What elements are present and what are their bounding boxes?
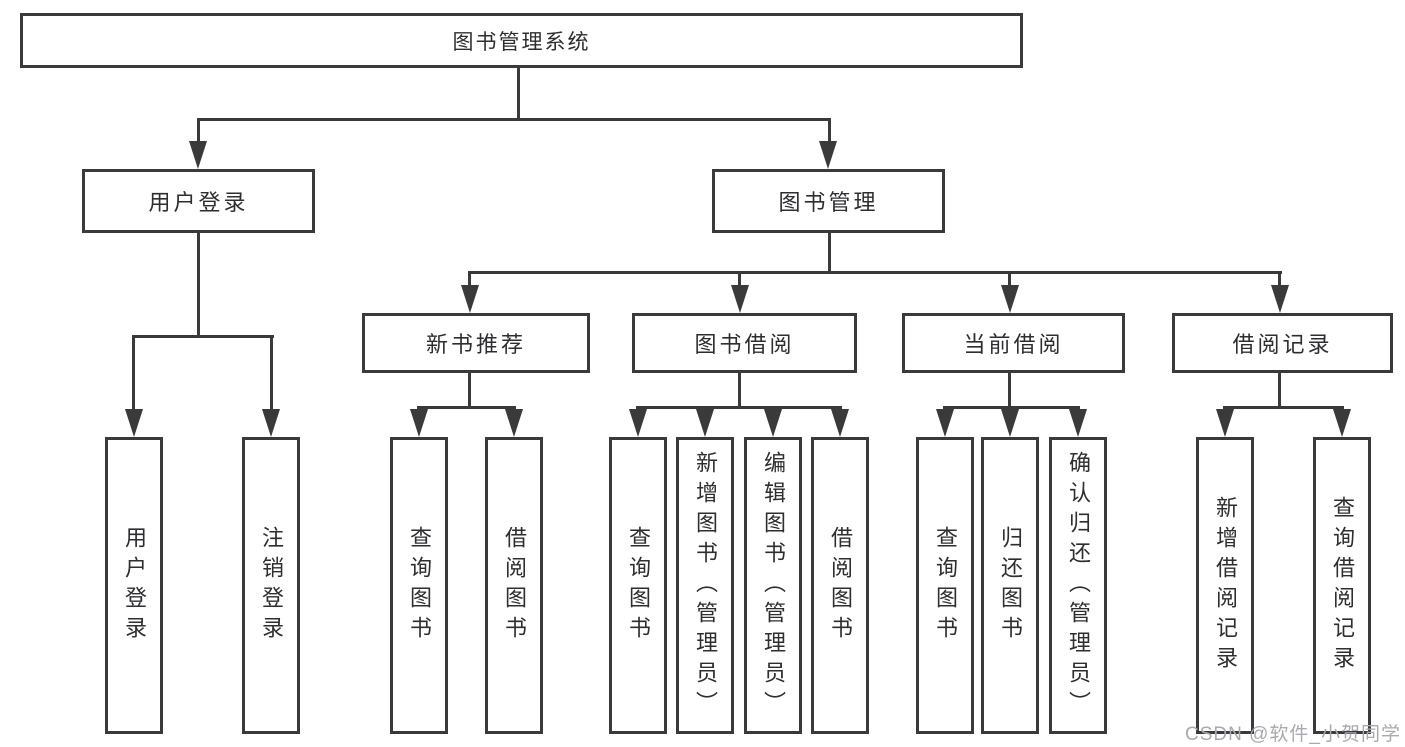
leaf-query-borrow-record-label: 查询借阅记录 bbox=[1330, 495, 1355, 676]
connector-new-book-rec-bar bbox=[417, 406, 516, 409]
arrowhead-down-icon bbox=[831, 409, 849, 437]
connector-drop-new-book-rec bbox=[468, 271, 471, 291]
node-book-management: 图书管理 bbox=[712, 169, 945, 233]
connector-new-book-rec-trunk bbox=[468, 373, 471, 408]
arrowhead-down-icon bbox=[505, 409, 523, 437]
connector-drop-logout-leaf bbox=[270, 335, 273, 411]
node-current-borrowing: 当前借阅 bbox=[902, 313, 1125, 373]
connector-current-borrow-bar bbox=[943, 406, 1080, 409]
connector-drop-current-borrow bbox=[1008, 271, 1011, 291]
node-user-login: 用户登录 bbox=[82, 169, 315, 233]
arrowhead-down-icon bbox=[125, 409, 143, 437]
leaf-user-login-label: 用户登录 bbox=[122, 525, 147, 646]
leaf-confirm-return-admin-label: 确认归还（管理员） bbox=[1066, 450, 1091, 721]
node-root-library-system: 图书管理系统 bbox=[20, 13, 1023, 68]
node-root-label: 图书管理系统 bbox=[452, 30, 591, 54]
node-user-login-label: 用户登录 bbox=[148, 190, 249, 215]
connector-book-borrow-bar bbox=[636, 406, 842, 409]
arrowhead-down-icon bbox=[410, 409, 428, 437]
node-borrowing-records-label: 借阅记录 bbox=[1232, 332, 1333, 357]
leaf-user-login: 用户登录 bbox=[105, 437, 163, 734]
node-new-book-recommend: 新书推荐 bbox=[362, 313, 590, 373]
leaf-borrow-books-recommend-label: 借阅图书 bbox=[502, 525, 527, 646]
connector-borrow-record-bar bbox=[1223, 406, 1344, 409]
arrowhead-down-icon bbox=[262, 409, 280, 437]
leaf-borrow-books-label: 借阅图书 bbox=[828, 525, 853, 646]
leaf-confirm-return-admin: 确认归还（管理员） bbox=[1049, 437, 1107, 734]
node-book-borrowing: 图书借阅 bbox=[632, 313, 857, 373]
connector-user-login-trunk bbox=[197, 233, 200, 337]
arrowhead-down-icon bbox=[731, 285, 749, 313]
connector-drop-login-leaf bbox=[132, 335, 135, 411]
connector-drop-book-mgmt bbox=[828, 118, 831, 148]
leaf-query-books-borrowing: 查询图书 bbox=[609, 437, 667, 734]
leaf-query-books-recommend-label: 查询图书 bbox=[407, 525, 432, 646]
connector-root-trunk bbox=[517, 68, 520, 120]
arrowhead-down-icon bbox=[819, 141, 837, 169]
node-book-management-label: 图书管理 bbox=[778, 190, 879, 215]
arrowhead-down-icon bbox=[764, 409, 782, 437]
arrowhead-down-icon bbox=[461, 285, 479, 313]
connector-drop-book-borrow bbox=[738, 271, 741, 291]
connector-level3-bar bbox=[468, 271, 1282, 274]
connector-level2-bar bbox=[197, 118, 831, 121]
arrowhead-down-icon bbox=[189, 141, 207, 169]
leaf-query-borrow-record: 查询借阅记录 bbox=[1313, 437, 1371, 734]
connector-drop-user-login bbox=[197, 118, 200, 148]
leaf-logout: 注销登录 bbox=[242, 437, 300, 734]
connector-book-mgmt-trunk bbox=[828, 233, 831, 271]
leaf-return-books-label: 归还图书 bbox=[998, 525, 1023, 646]
leaf-add-borrow-record-label: 新增借阅记录 bbox=[1213, 495, 1238, 676]
leaf-add-books-admin-label: 新增图书（管理员） bbox=[693, 450, 718, 721]
connector-drop-borrow-record bbox=[1278, 271, 1281, 291]
leaf-borrow-books-recommend: 借阅图书 bbox=[485, 437, 543, 734]
node-borrowing-records: 借阅记录 bbox=[1172, 313, 1393, 373]
arrowhead-down-icon bbox=[1216, 409, 1234, 437]
connector-borrow-record-trunk bbox=[1278, 373, 1281, 408]
leaf-borrow-books: 借阅图书 bbox=[811, 437, 869, 734]
arrowhead-down-icon bbox=[1271, 285, 1289, 313]
arrowhead-down-icon bbox=[1001, 285, 1019, 313]
leaf-add-borrow-record: 新增借阅记录 bbox=[1196, 437, 1254, 734]
arrowhead-down-icon bbox=[696, 409, 714, 437]
leaf-query-books-borrowing-label: 查询图书 bbox=[626, 525, 651, 646]
leaf-logout-label: 注销登录 bbox=[259, 525, 284, 646]
leaf-edit-books-admin-label: 编辑图书（管理员） bbox=[761, 450, 786, 721]
leaf-add-books-admin: 新增图书（管理员） bbox=[676, 437, 734, 734]
node-current-borrowing-label: 当前借阅 bbox=[963, 332, 1064, 357]
connector-current-borrow-trunk bbox=[1008, 373, 1011, 408]
arrowhead-down-icon bbox=[1069, 409, 1087, 437]
node-new-book-recommend-label: 新书推荐 bbox=[425, 332, 526, 357]
node-book-borrowing-label: 图书借阅 bbox=[694, 332, 795, 357]
arrowhead-down-icon bbox=[1001, 409, 1019, 437]
arrowhead-down-icon bbox=[1333, 409, 1351, 437]
connector-user-login-bar bbox=[132, 335, 274, 338]
leaf-query-books-current: 查询图书 bbox=[916, 437, 974, 734]
leaf-query-books-recommend: 查询图书 bbox=[390, 437, 448, 734]
leaf-query-books-current-label: 查询图书 bbox=[933, 525, 958, 646]
arrowhead-down-icon bbox=[629, 409, 647, 437]
connector-book-borrow-trunk bbox=[738, 373, 741, 408]
csdn-watermark: CSDN @软件_小贺同学 bbox=[1185, 724, 1401, 745]
leaf-edit-books-admin: 编辑图书（管理员） bbox=[744, 437, 802, 734]
arrowhead-down-icon bbox=[936, 409, 954, 437]
leaf-return-books: 归还图书 bbox=[981, 437, 1039, 734]
